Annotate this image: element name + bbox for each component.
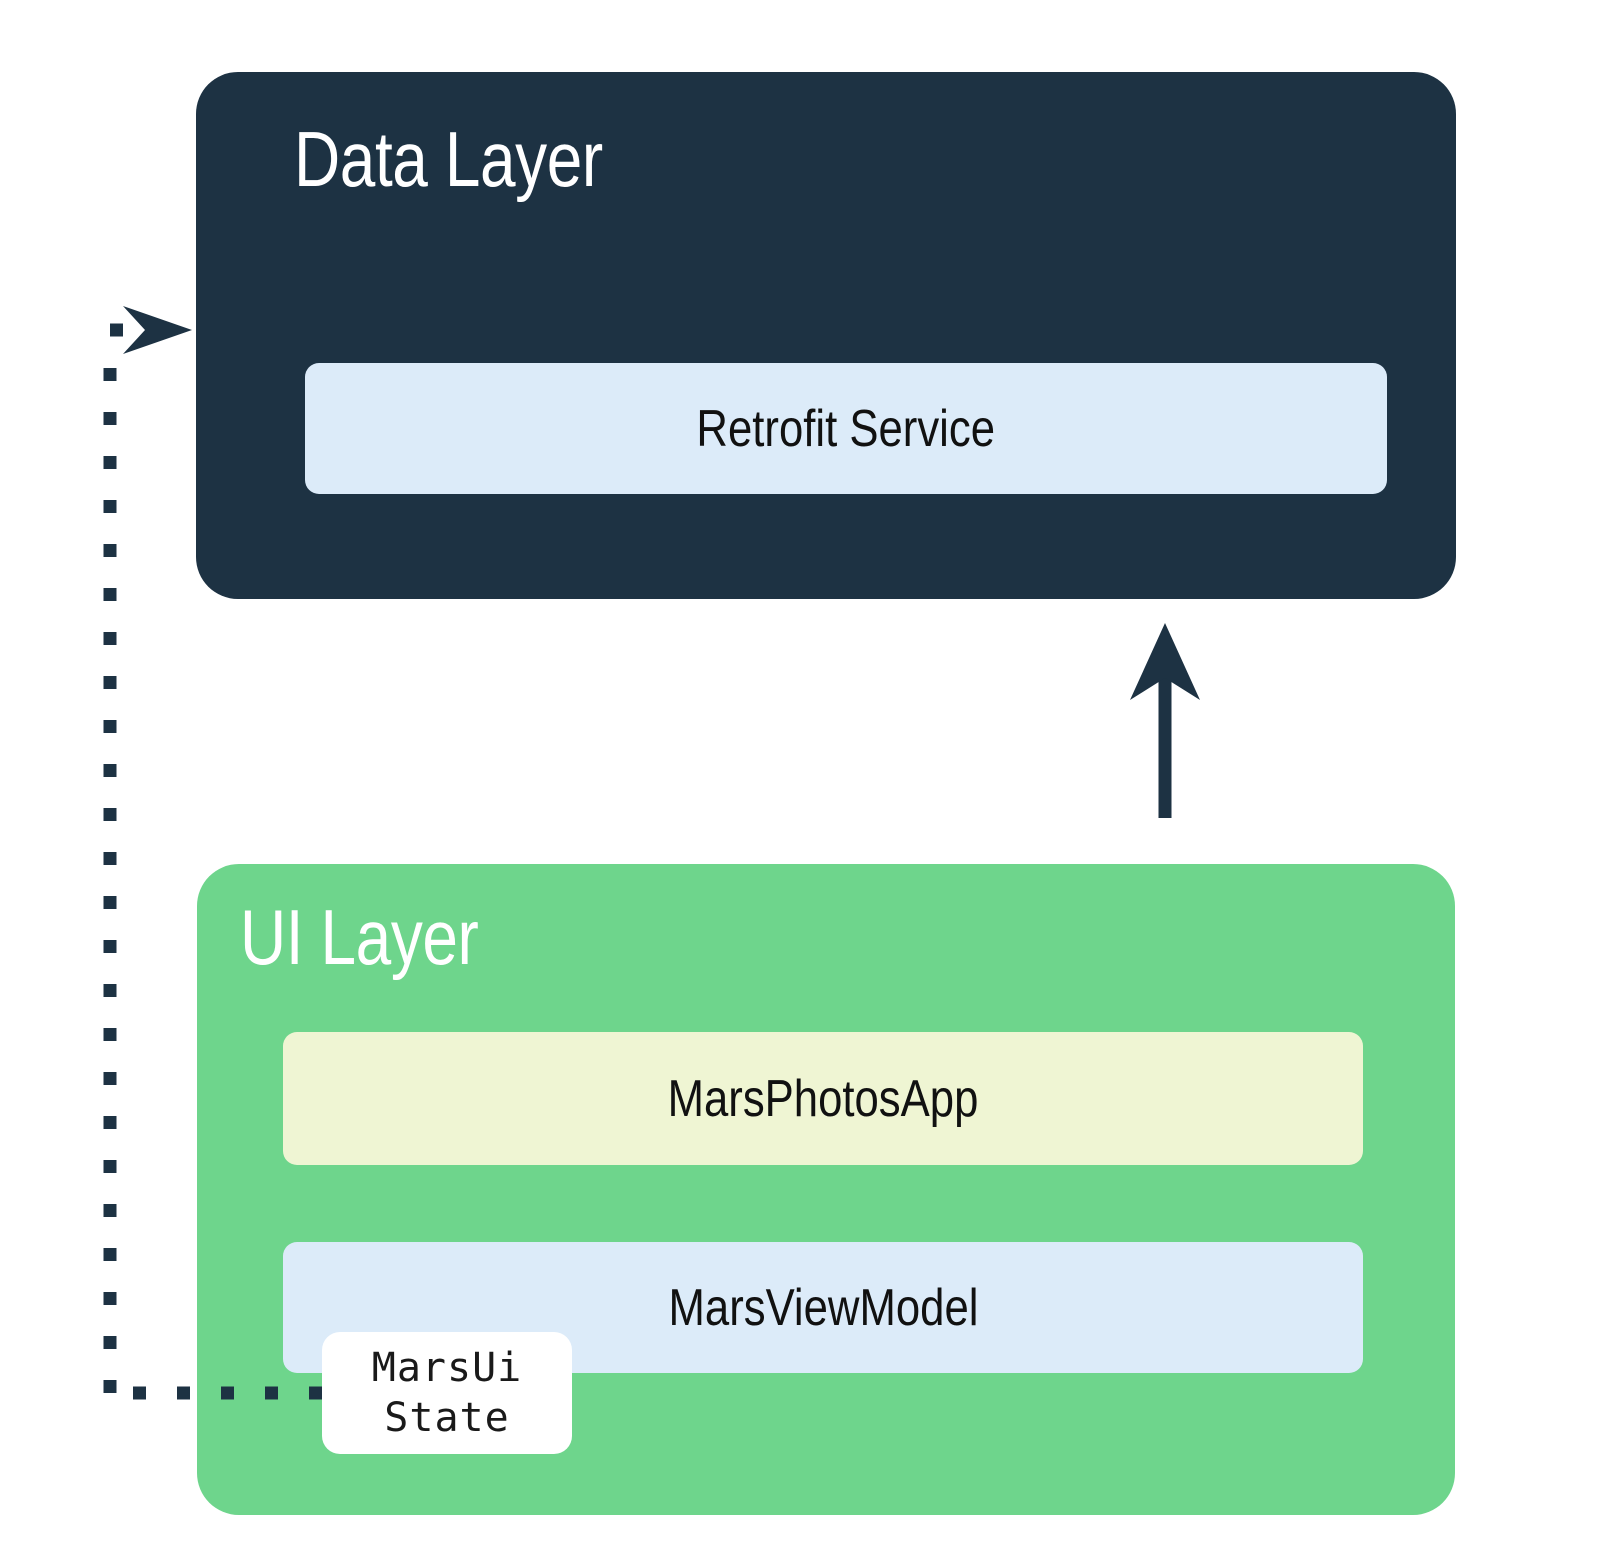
ui-layer-title: UI Layer — [240, 893, 479, 981]
mars-ui-state-label-line2: State — [384, 1395, 510, 1441]
solid-arrow-viewmodel-to-data-layer — [1130, 623, 1200, 818]
mars-ui-state-tag: MarsUi State — [322, 1332, 572, 1454]
mars-view-model-label: MarsViewModel — [668, 1278, 978, 1337]
mars-photos-app-box: MarsPhotosApp — [283, 1032, 1363, 1165]
mars-ui-state-label-line1: MarsUi — [371, 1345, 523, 1391]
retrofit-service-label: Retrofit Service — [696, 399, 996, 458]
retrofit-service-box: Retrofit Service — [305, 363, 1387, 494]
data-layer-title: Data Layer — [294, 115, 603, 203]
data-layer-container — [196, 72, 1456, 599]
mars-photos-app-label: MarsPhotosApp — [667, 1069, 979, 1128]
